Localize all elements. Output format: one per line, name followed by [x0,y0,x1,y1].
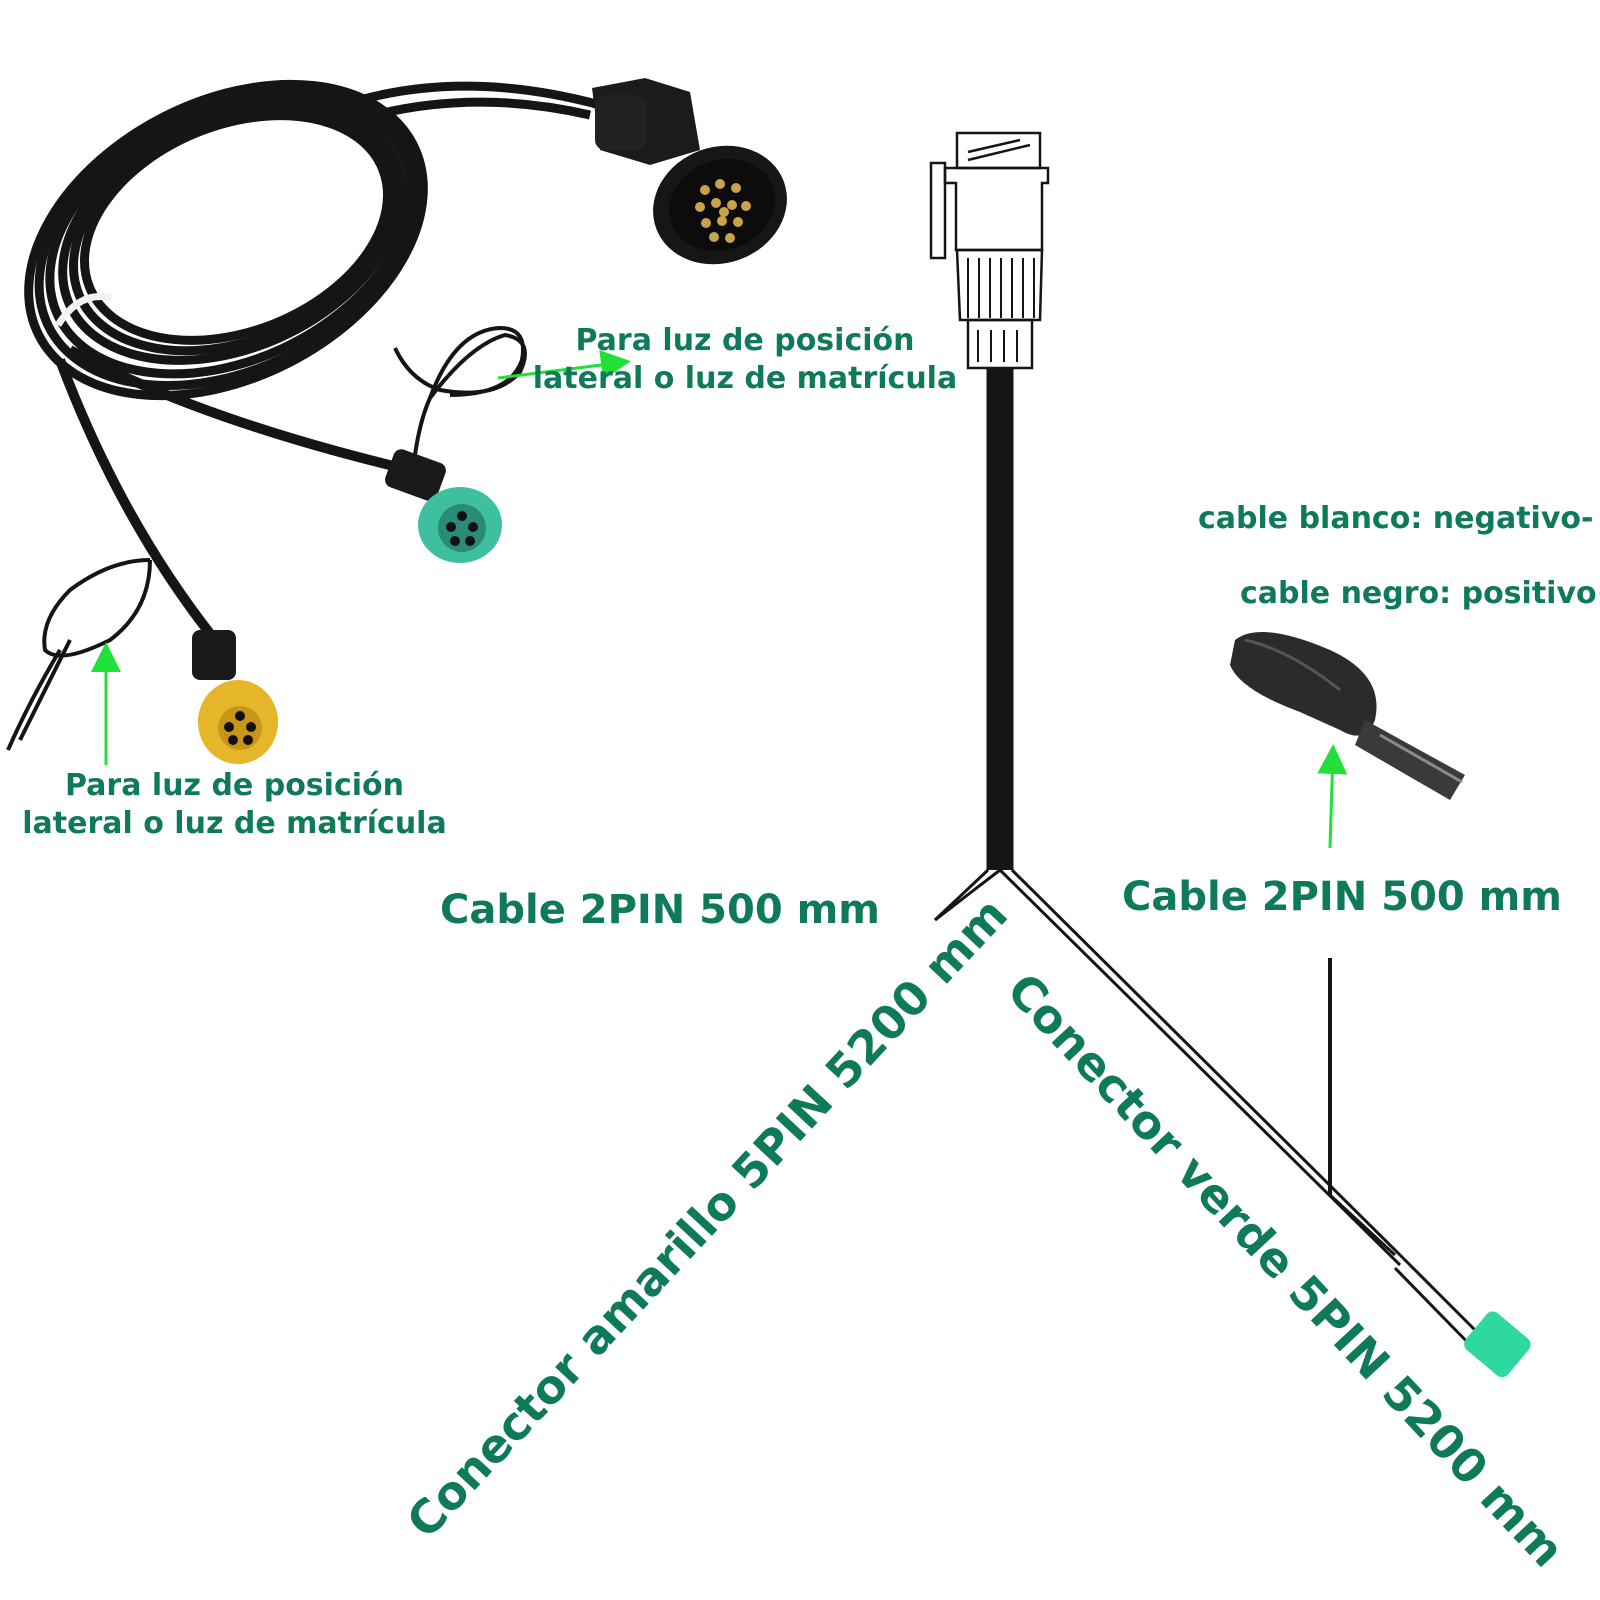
connector-plug-drawing-icon [929,131,1050,370]
cable-tie [55,293,113,327]
left-note-label: Para luz de posición lateral o luz de ma… [22,767,447,843]
white-wire-label: cable blanco: negativo- [1198,501,1594,536]
cable-coil [24,79,428,401]
yellow-connector-wire-loop [6,558,152,751]
main-cable [358,81,602,110]
green-cap-icon [1464,1311,1531,1378]
green-connector-wire-loop [393,325,527,456]
cable-2pin-right-label: Cable 2PIN 500 mm [1122,874,1562,920]
top-note-line2: lateral o luz de matrícula [532,361,958,396]
top-note-arrow [497,350,631,380]
yellow-5pin-socket-icon [192,630,278,764]
top-note-label: Para luz de posición lateral o luz de ma… [530,322,960,398]
flat-2-wire-cable-icon [1230,632,1465,800]
cable-2pin-left-label: Cable 2PIN 500 mm [440,887,880,933]
cable-harness-photo [6,78,787,765]
drawn-cable [933,368,1492,1357]
black-wire-label: cable negro: positivo+ [1240,576,1600,611]
top-note-line1: Para luz de posición [575,323,915,358]
green-5pin-socket-icon [385,449,502,563]
13-pin-plug-icon [592,78,787,265]
yellow-branch-cable [55,358,219,644]
left-note-line1: Para luz de posición [65,768,404,803]
flat-cable-arrow [1317,744,1348,849]
left-note-line2: lateral o luz de matrícula [22,806,447,841]
green-branch-cable [67,345,412,475]
